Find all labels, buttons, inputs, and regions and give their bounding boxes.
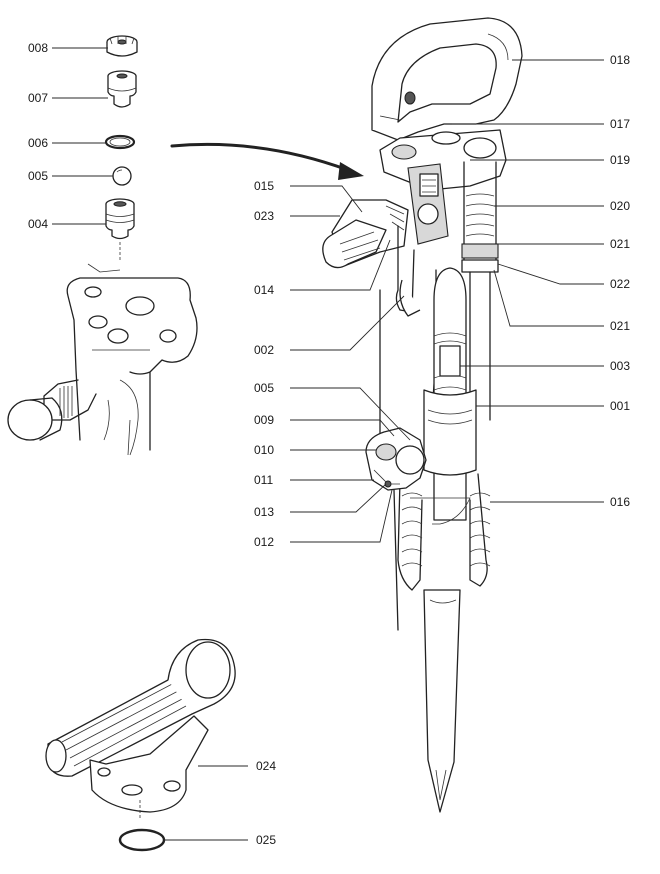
label-010: 010 [254, 443, 274, 457]
label-015: 015 [254, 179, 274, 193]
valve-stack-exploded [104, 35, 138, 262]
label-020: 020 [610, 199, 630, 213]
label-021-lower: 021 [610, 319, 630, 333]
part-025-o-ring [118, 828, 166, 852]
part-006-o-ring [104, 134, 136, 150]
part-024-side-handle [45, 638, 236, 820]
label-002: 002 [254, 343, 274, 357]
main-tool-assembly [322, 17, 523, 813]
label-011: 011 [254, 473, 273, 487]
leader-lines [52, 47, 604, 841]
label-009: 009 [254, 413, 274, 427]
inlet-housing-detail [7, 263, 198, 456]
label-005-main: 005 [254, 381, 274, 395]
flow-arrow [170, 142, 364, 180]
label-021: 021 [610, 237, 630, 251]
label-012: 012 [254, 535, 274, 549]
label-013: 013 [254, 505, 274, 519]
part-labels: 008 007 006 005 004 015 023 014 002 005 … [28, 41, 630, 847]
part-005-ball [112, 166, 132, 186]
label-004: 004 [28, 217, 48, 231]
label-025: 025 [256, 833, 276, 847]
label-017: 017 [610, 117, 630, 131]
label-014: 014 [254, 283, 274, 297]
label-019: 019 [610, 153, 630, 167]
part-008-cap [106, 35, 138, 57]
part-004-valve-seat [105, 198, 135, 240]
label-018: 018 [610, 53, 630, 67]
label-001: 001 [610, 399, 630, 413]
label-024: 024 [256, 759, 276, 773]
label-022: 022 [610, 277, 630, 291]
label-007: 007 [28, 91, 48, 105]
label-003: 003 [610, 359, 630, 373]
part-007-valve-body [107, 70, 137, 108]
label-023: 023 [254, 209, 274, 223]
label-008: 008 [28, 41, 48, 55]
label-005: 005 [28, 169, 48, 183]
label-016: 016 [610, 495, 630, 509]
label-006: 006 [28, 136, 48, 150]
